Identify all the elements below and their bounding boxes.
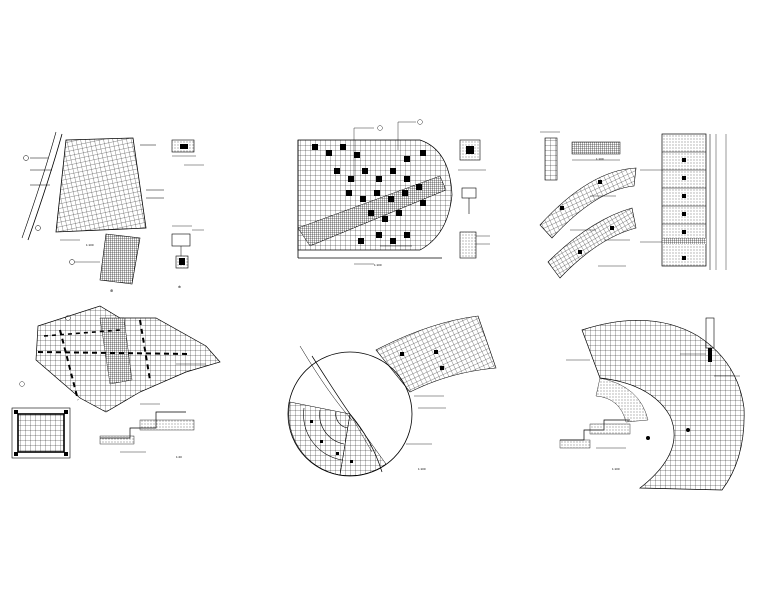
panel-4-paving-plan: 1:20 [11, 305, 221, 459]
svg-text:⊕: ⊕ [110, 288, 113, 293]
svg-text:⊕: ⊕ [178, 285, 181, 289]
panel-6-paving-plan: 1:100 [559, 317, 745, 491]
panel-3-scale: 1:100 [596, 157, 604, 161]
panel-5-scale: 1:100 [418, 467, 426, 471]
panel-6-scale: 1:100 [612, 467, 620, 471]
panel-2-paving-plan: 1:100 [297, 119, 490, 267]
panel-1-scale: 1:100 [86, 243, 94, 247]
panel-4-scale: 1:20 [176, 455, 182, 459]
panel-2-scale: 1:100 [374, 263, 382, 267]
panel-1-paving-plan: ⊕ ⊕ 1:100 [21, 131, 204, 293]
panel-5-paving-plan: 1:100 [287, 315, 497, 477]
panel-3-paving-plan: 1:100 [539, 131, 727, 279]
